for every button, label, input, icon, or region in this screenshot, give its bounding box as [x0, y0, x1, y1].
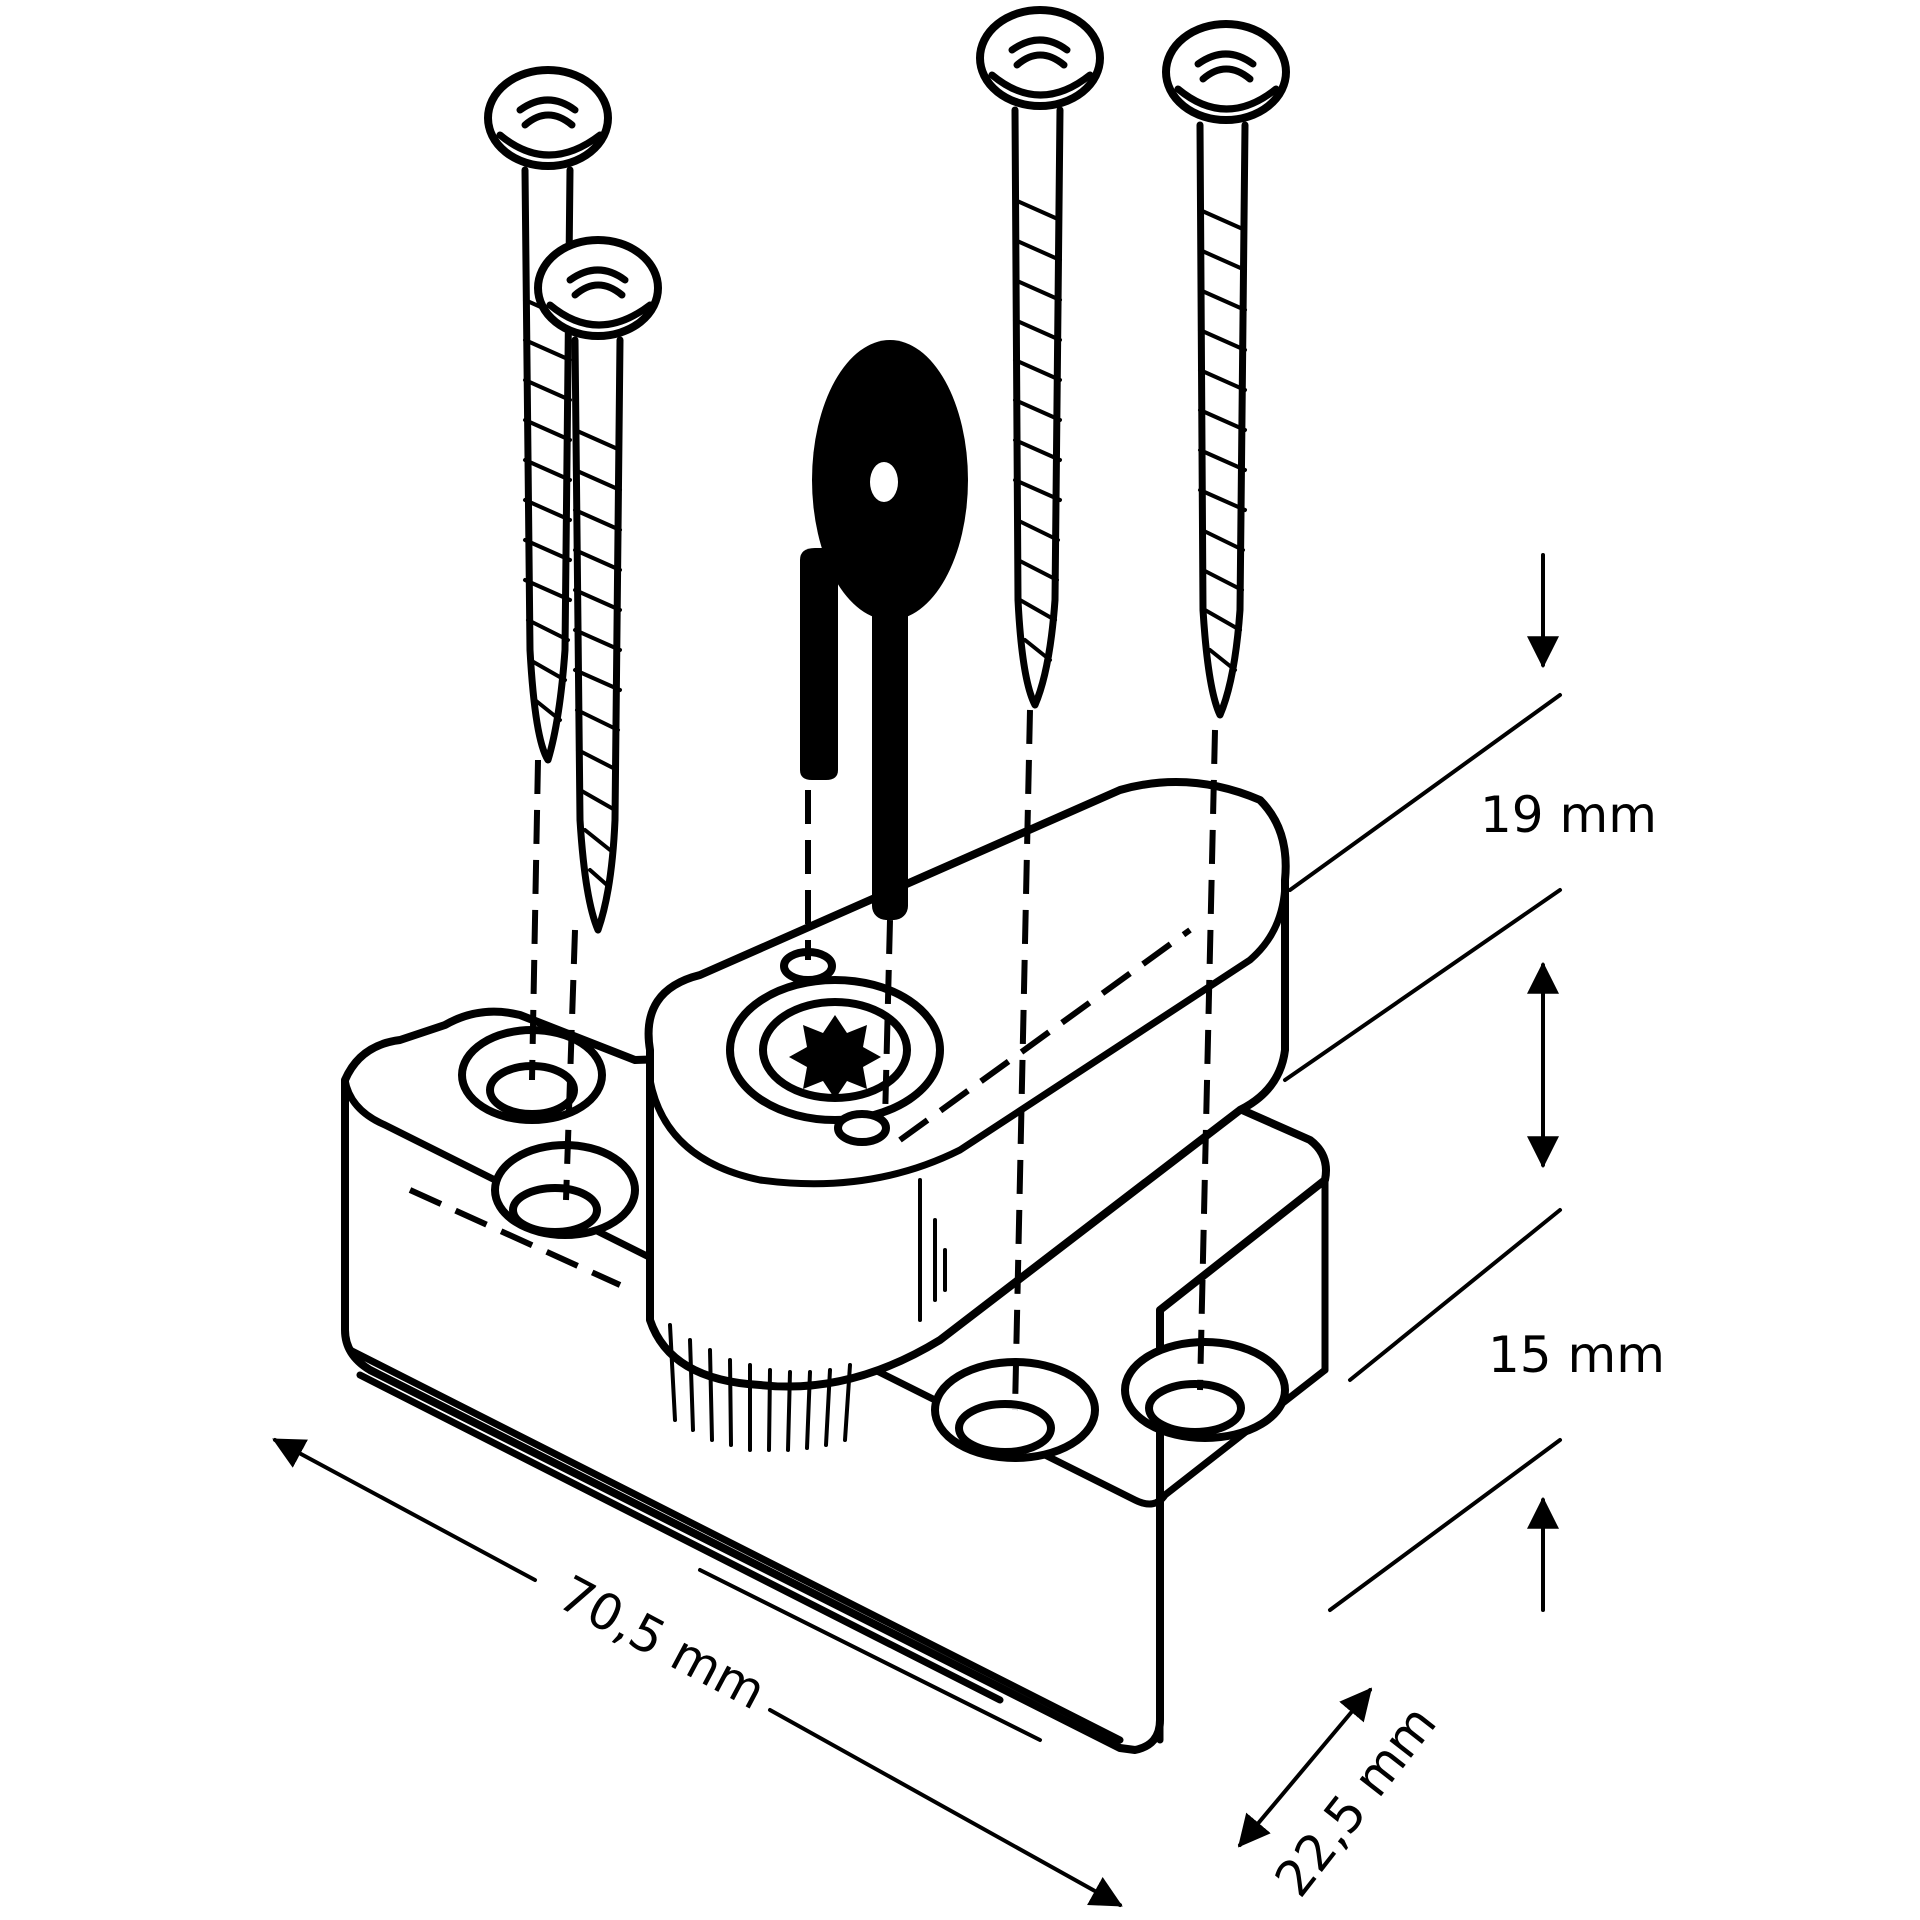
bristles	[668, 1323, 852, 1452]
screw-icon	[534, 236, 662, 934]
lock-cylinder	[726, 976, 944, 1124]
dim-label-height-base: 15 mm	[1488, 1326, 1665, 1384]
guide-lines	[529, 709, 1218, 1411]
dim-label-width: 22,5 mm	[1264, 1695, 1448, 1908]
extension-lines	[1283, 693, 1562, 1612]
screw-icon	[976, 6, 1104, 709]
dim-label-height-top: 19 mm	[1480, 786, 1657, 844]
dimension-arrows	[272, 553, 1559, 1907]
screw-hole	[1121, 1338, 1289, 1442]
dim-label-length: 70,5 mm	[549, 1564, 775, 1721]
screw-icon	[484, 66, 612, 764]
key-icon	[800, 340, 968, 920]
screw-icon	[1162, 20, 1290, 719]
lock-body	[644, 778, 1290, 1452]
